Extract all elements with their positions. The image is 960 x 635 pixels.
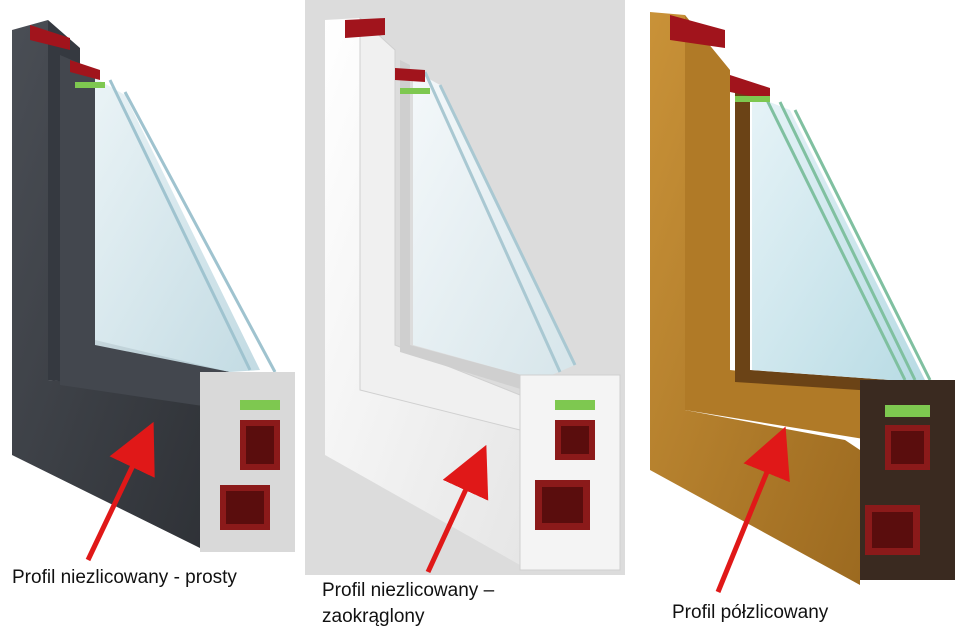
caption-rounded-line2: zaokrąglony [322, 606, 425, 627]
window-profile-straight-image [12, 20, 295, 552]
caption-rounded-profile: Profil niezlicowany – zaokrąglony [322, 578, 494, 630]
profile-panel-semi-flush [640, 0, 960, 635]
window-profile-semi-flush-image [650, 12, 955, 585]
window-profile-rounded-image [325, 16, 621, 571]
caption-straight-profile: Profil niezlicowany - prosty [12, 567, 237, 588]
caption-rounded-line1: Profil niezlicowany – [322, 580, 495, 601]
caption-semi-flush-profile: Profil półzlicowany [672, 602, 829, 623]
profile-panel-rounded [305, 0, 625, 575]
profile-panel-straight [0, 0, 300, 635]
